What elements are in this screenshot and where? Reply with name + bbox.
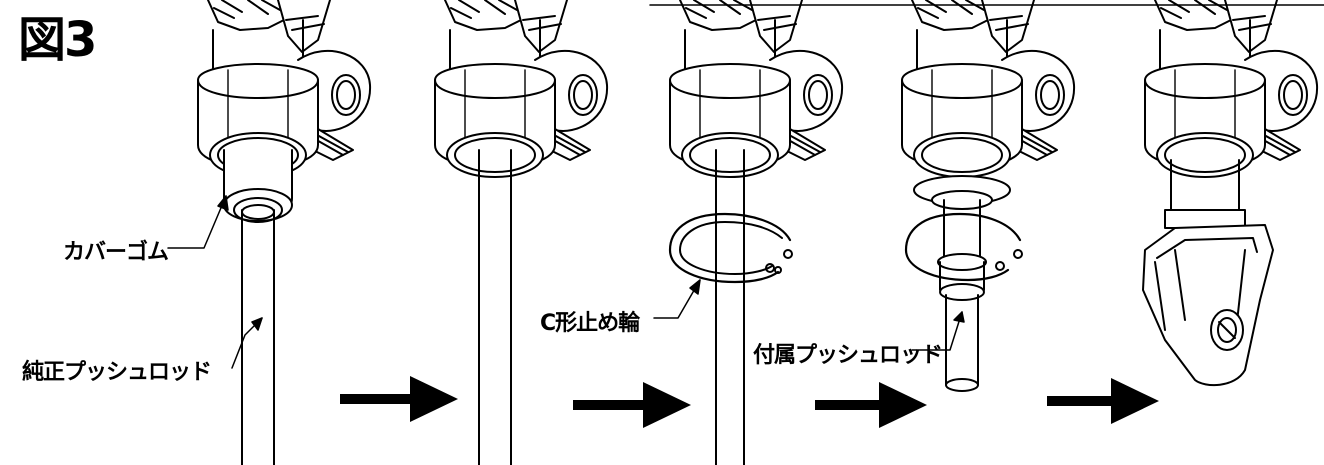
step5-assembly	[1142, 0, 1319, 387]
leader-c-ring	[653, 279, 701, 319]
step4-assembly	[901, 0, 1076, 392]
arrow-step4-to-5	[1047, 378, 1159, 424]
figure-title: 図3	[18, 12, 97, 68]
arrow-step3-to-4	[815, 382, 927, 428]
leader-stock-push-rod	[231, 317, 263, 369]
arrow-step1-to-2	[340, 376, 458, 422]
label-c-ring: C形止め輪	[540, 311, 640, 336]
step1-assembly	[197, 0, 372, 465]
label-stock-push-rod: 純正プッシュロッド	[22, 360, 212, 385]
label-included-push-rod: 付属プッシュロッド	[753, 343, 943, 368]
leader-cover-rubber	[167, 195, 229, 249]
step3-assembly	[668, 0, 844, 465]
arrow-step2-to-3	[573, 382, 691, 428]
step2-assembly	[434, 0, 609, 465]
label-cover-rubber: カバーゴム	[63, 240, 169, 265]
leader-included-push-rod	[911, 311, 965, 351]
